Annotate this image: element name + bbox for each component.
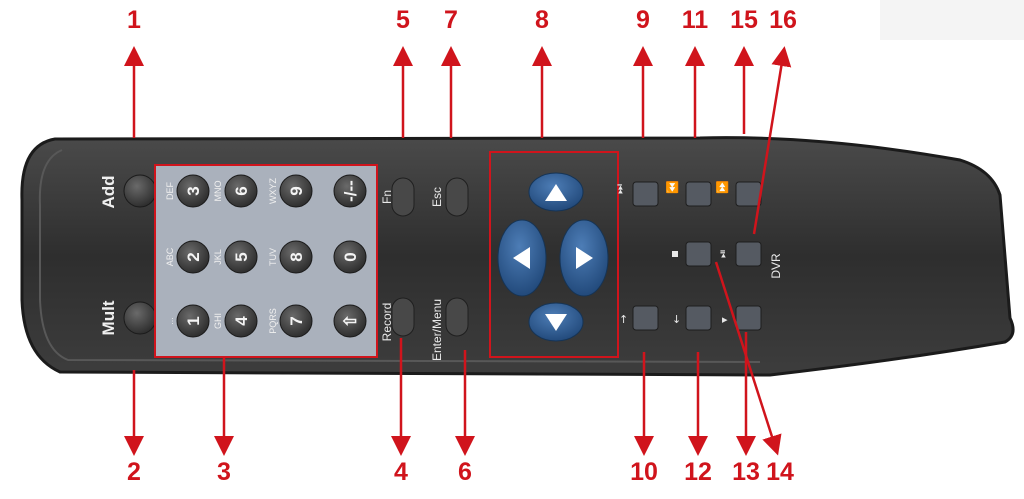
fn-button[interactable] <box>391 177 415 217</box>
record-button[interactable] <box>391 297 415 337</box>
up-step-icon: ↑ <box>619 313 628 326</box>
fast-forward-icon: ⏩ <box>716 180 729 194</box>
key-2[interactable] <box>279 174 313 208</box>
callout-number-3: 3 <box>217 458 231 486</box>
callout-number-10: 10 <box>630 458 658 486</box>
callout-number-9: 9 <box>636 6 650 34</box>
key-letters-label: TUV <box>268 248 278 266</box>
callout-number-7: 7 <box>444 6 458 34</box>
key-10[interactable] <box>279 304 313 338</box>
key-5[interactable] <box>224 240 258 274</box>
key-6[interactable] <box>279 240 313 274</box>
key-letters-label: DEF <box>165 181 175 200</box>
key-letters-label: ABC <box>165 247 175 266</box>
callout-number-8: 8 <box>535 6 549 34</box>
fn-label: Fn <box>380 190 394 204</box>
callout-number-4: 4 <box>394 458 408 486</box>
key-number-label: -/-- <box>341 180 360 202</box>
key-number-label: 6 <box>232 186 251 195</box>
key-7[interactable] <box>333 240 367 274</box>
key-4[interactable] <box>176 240 210 274</box>
key-letters-label: JKL <box>213 249 223 265</box>
key-8[interactable] <box>176 304 210 338</box>
record-label: Record <box>380 303 394 342</box>
callout-number-16: 16 <box>769 6 797 34</box>
stop-icon <box>672 251 678 257</box>
key-number-label: 4 <box>232 316 251 326</box>
key-number-label: 7 <box>287 316 306 325</box>
callout-number-11: 11 <box>681 6 709 34</box>
key-letters-label: MNO <box>213 181 223 202</box>
esc-button[interactable] <box>445 177 469 217</box>
slow-icon: ▸ <box>722 313 728 326</box>
key-9[interactable] <box>224 304 258 338</box>
right-arrow-icon <box>576 247 593 269</box>
down-step-icon: ↓ <box>672 313 681 326</box>
callout-arrow-14 <box>714 261 782 456</box>
mult-button[interactable] <box>123 301 157 335</box>
up-step-button[interactable] <box>632 305 659 331</box>
dvr-label: DVR <box>769 253 783 279</box>
key-letters-label: GHI <box>213 313 223 329</box>
down-arrow-icon <box>545 314 567 331</box>
keypad-highlight-box <box>154 164 378 358</box>
esc-label: Esc <box>430 187 444 207</box>
up-arrow-icon <box>545 184 567 201</box>
skip-forward-icon: ⏭ <box>613 184 626 194</box>
key-number-label: ⇧ <box>341 314 360 328</box>
slow-button[interactable] <box>735 305 762 331</box>
mult-label: Mult <box>99 300 118 335</box>
key-number-label: 8 <box>287 252 306 261</box>
key-number-label: 3 <box>184 186 203 195</box>
dvr-button[interactable] <box>735 241 762 267</box>
down-step-button[interactable] <box>685 305 712 331</box>
callout-arrow-16 <box>752 46 792 235</box>
key-number-label: 5 <box>232 252 251 261</box>
body-highlight <box>38 149 761 363</box>
callout-number-13: 13 <box>732 458 760 486</box>
key-letters-label: PQRS <box>268 308 278 334</box>
callout-number-5: 5 <box>396 6 410 34</box>
callout-number-2: 2 <box>127 458 141 486</box>
nav-pad-highlight-box <box>489 151 619 358</box>
callout-number-6: 6 <box>458 458 472 486</box>
add-label: Add <box>99 175 118 208</box>
key-number-label: 0 <box>341 252 360 261</box>
play-pause-icon: ⏯ <box>716 249 729 258</box>
skip-forward-button[interactable] <box>632 181 659 207</box>
key-letters-label: ... <box>165 317 175 325</box>
fast-rewind-button[interactable] <box>685 181 712 207</box>
callout-number-12: 12 <box>684 458 712 486</box>
callout-number-14: 14 <box>766 458 794 486</box>
key-0[interactable] <box>176 174 210 208</box>
add-button[interactable] <box>123 174 157 208</box>
fast-rewind-icon: ⏪ <box>666 180 679 194</box>
key-number-label: 1 <box>184 316 203 325</box>
left-arrow-icon <box>513 247 530 269</box>
key-number-label: 9 <box>287 186 306 195</box>
numeric-keypad: 3 DEF 6 MNO 9 WXYZ -/-- 2 ABC 5 JKL 8 TUV 0 1... 4 GHI 7P… <box>165 174 367 338</box>
enter-menu-label: Enter/Menu <box>430 299 444 361</box>
key-3[interactable] <box>333 174 367 208</box>
key-number-label: 2 <box>184 252 203 261</box>
callout-number-1: 1 <box>127 6 141 34</box>
key-11[interactable] <box>333 304 367 338</box>
key-1[interactable] <box>224 174 258 208</box>
background-panel <box>880 0 1024 40</box>
stop-button[interactable] <box>685 241 712 267</box>
fast-forward-button[interactable] <box>735 181 762 207</box>
key-letters-label: WXYZ <box>268 177 278 204</box>
enter-menu-button[interactable] <box>445 297 469 337</box>
callout-number-15: 15 <box>730 6 758 34</box>
callout-arrows <box>124 46 792 456</box>
